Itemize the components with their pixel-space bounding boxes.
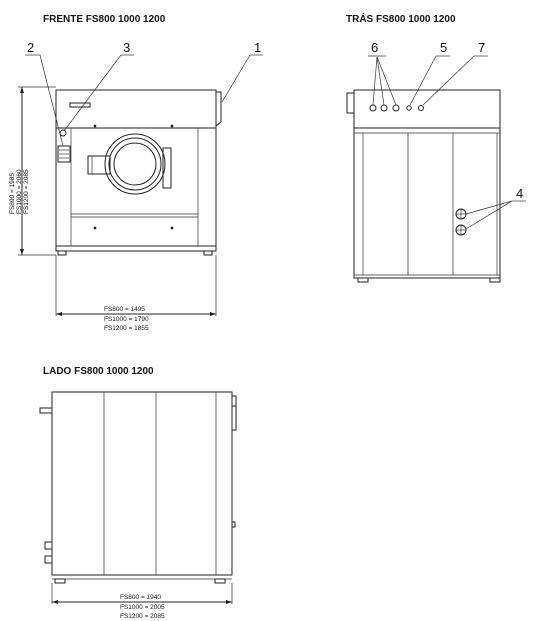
- front-base: [55, 245, 217, 252]
- front-foot-right: [203, 250, 213, 256]
- back-connection-5: [406, 105, 412, 111]
- front-width-fs1000: FS1000 = 1790: [104, 316, 149, 323]
- side-view-title: LADO FS800 1000 1200: [43, 366, 154, 377]
- front-top-slot: [69, 102, 91, 108]
- front-view: FS800 = 1985 FS1000 = 2060 FS1200 = 2085…: [9, 40, 263, 332]
- callout-4: 4: [516, 186, 523, 201]
- callout-1: 1: [254, 40, 261, 55]
- front-control-panel: [57, 145, 71, 163]
- callout-6: 6: [371, 40, 378, 55]
- callout-7: 7: [478, 40, 485, 55]
- callout-2: 2: [27, 40, 34, 55]
- front-top-panel: [55, 89, 217, 129]
- back-foot-left: [357, 277, 369, 283]
- front-height-fs1000: FS1000 = 2060: [16, 169, 23, 214]
- back-view-title: TRÁS FS800 1000 1200: [346, 12, 456, 25]
- front-height-fs800: FS800 = 1985: [9, 173, 16, 214]
- side-connector-lower: [44, 555, 53, 564]
- side-right-box: [231, 405, 237, 431]
- side-foot-right: [214, 578, 226, 584]
- back-top-panel: [353, 89, 501, 129]
- side-pipe-stub: [39, 407, 53, 414]
- back-side-tab: [346, 92, 355, 114]
- side-width-fs800: FS800 = 1940: [120, 594, 161, 601]
- front-height-fs1200: FS1200 = 2085: [23, 169, 30, 214]
- front-door-hinge: [162, 147, 172, 189]
- side-foot-left: [54, 578, 66, 584]
- back-connection-7: [418, 105, 424, 111]
- back-foot-right: [489, 277, 501, 283]
- side-body: [51, 391, 233, 576]
- back-view: 6 5 7 4: [346, 40, 526, 283]
- callout-5: 5: [440, 40, 447, 55]
- front-width-fs800: FS800 = 1495: [104, 306, 145, 313]
- front-foot-left: [57, 250, 67, 256]
- side-connector-upper: [44, 541, 53, 550]
- front-door-handle: [87, 155, 111, 175]
- side-view: FS800 = 1940 FS1000 = 2005 FS1200 = 2085: [39, 391, 237, 620]
- front-width-fs1200: FS1200 = 1855: [104, 325, 149, 332]
- front-door-glass: [113, 142, 157, 186]
- front-door-outer: [104, 133, 166, 195]
- front-view-title: FRENTE FS800 1000 1200: [43, 14, 166, 25]
- back-body: [353, 127, 501, 279]
- side-width-fs1200: FS1200 = 2085: [120, 613, 165, 620]
- side-width-fs1000: FS1000 = 2005: [120, 604, 165, 611]
- front-side-box: [215, 91, 222, 127]
- front-body: [55, 127, 217, 247]
- callout-3: 3: [123, 40, 130, 55]
